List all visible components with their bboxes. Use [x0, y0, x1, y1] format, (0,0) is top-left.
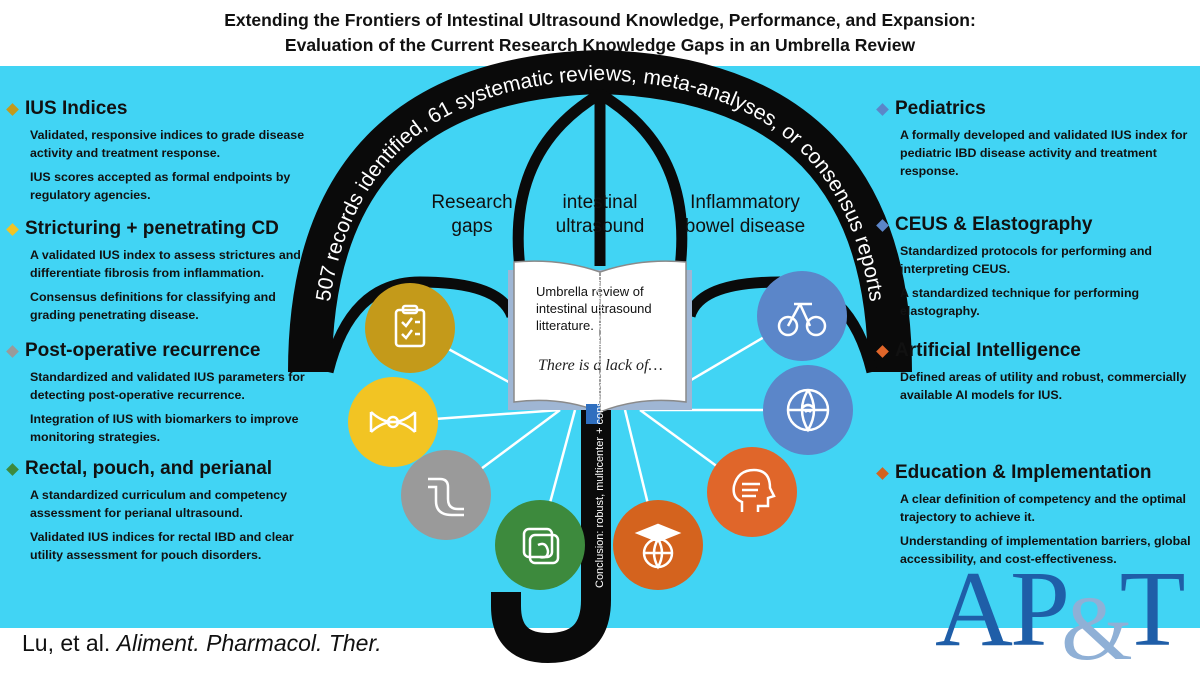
diamond-bullet-icon	[6, 222, 19, 236]
ai-head-icon	[707, 447, 797, 537]
section-heading: Education & Implementation	[876, 462, 1196, 484]
diamond-bullet-icon	[876, 466, 889, 480]
right-section: Pediatrics A formally developed and valid…	[876, 98, 1196, 180]
umbrella-canopy	[288, 49, 912, 373]
umbrella-shaft	[491, 400, 611, 664]
left-section: Rectal, pouch, and perianal A standardize…	[6, 458, 308, 564]
diamond-bullet-icon	[876, 344, 889, 358]
section-heading-text: Education & Implementation	[895, 462, 1152, 483]
intestine-icon	[401, 450, 491, 540]
diamond-bullet-icon	[876, 218, 889, 232]
section-bullet: A standardized technique for performing …	[900, 286, 1140, 318]
bowel-segment-icon	[348, 377, 438, 467]
rectum-icon	[495, 500, 585, 590]
diamond-bullet-icon	[6, 344, 19, 358]
title-line-2: Evaluation of the Current Research Knowl…	[284, 35, 916, 55]
section-bullet: Consensus definitions for classifying an…	[30, 290, 276, 322]
book-script: There is a lack of…	[538, 357, 663, 374]
logo-amp: &	[1061, 577, 1133, 679]
diamond-bullet-icon	[6, 102, 19, 116]
title-line-1: Extending the Frontiers of Intestinal Ul…	[224, 10, 976, 30]
right-section: Education & Implementation A clear defini…	[876, 462, 1196, 568]
section-bullet: Standardized and validated IUS parameter…	[30, 370, 305, 402]
section-heading-text: Post-operative recurrence	[25, 340, 261, 361]
section-heading: Post-operative recurrence	[6, 340, 308, 362]
diamond-bullet-icon	[6, 462, 19, 476]
clipboard-icon	[365, 283, 455, 373]
section-heading-text: Rectal, pouch, and perianal	[25, 458, 273, 479]
section-heading: IUS Indices	[6, 98, 308, 120]
diamond-bullet-icon	[876, 102, 889, 116]
citation-authors: Lu, et al.	[22, 630, 111, 656]
tricycle-icon	[757, 271, 847, 361]
apt-logo: AP&T	[935, 556, 1186, 675]
section-bullet: Validated, responsive indices to grade d…	[30, 128, 305, 160]
icon-layer	[348, 271, 853, 590]
section-bullet: A standardized curriculum and competency…	[30, 488, 288, 520]
section-heading-text: Artificial Intelligence	[895, 340, 1081, 361]
section-bullet: A validated IUS index to assess strictur…	[30, 248, 301, 280]
section-bullet: Validated IUS indices for rectal IBD and…	[30, 530, 294, 562]
section-bullet: IUS scores accepted as formal endpoints …	[30, 170, 291, 202]
citation-journal: Aliment. Pharmacol. Ther.	[116, 630, 382, 656]
logo-text-b: T	[1119, 550, 1186, 669]
section-heading-text: Stricturing + penetrating CD	[25, 218, 279, 239]
book-text: Umbrella review of intestinal ultrasound…	[536, 284, 655, 333]
handle-text: Conclusion: robust, multicenter + consen…	[594, 275, 606, 588]
section-heading: Artificial Intelligence	[876, 340, 1196, 362]
section-bullet: Standardized protocols for performing an…	[900, 244, 1152, 276]
section-heading-text: Pediatrics	[895, 98, 986, 119]
poster-title: Extending the Frontiers of Intestinal Ul…	[0, 8, 1200, 58]
section-bullet: Understanding of implementation barriers…	[900, 534, 1191, 566]
section-heading: CEUS & Elastography	[876, 214, 1196, 236]
section-heading: Stricturing + penetrating CD	[6, 218, 308, 240]
left-section: Stricturing + penetrating CD A validated …	[6, 218, 308, 324]
open-book	[508, 260, 692, 424]
section-bullet: Integration of IUS with biomarkers to im…	[30, 412, 299, 444]
section-bullet: A clear definition of competency and the…	[900, 492, 1186, 524]
logo-text-a: AP	[935, 550, 1070, 669]
section-heading-text: IUS Indices	[25, 98, 128, 119]
section-heading: Pediatrics	[876, 98, 1196, 120]
globe-signal-icon	[763, 365, 853, 455]
section-heading-text: CEUS & Elastography	[895, 214, 1093, 235]
graduation-globe-icon	[613, 500, 703, 590]
citation: Lu, et al. Aliment. Pharmacol. Ther.	[22, 630, 382, 657]
section-bullet: A formally developed and validated IUS i…	[900, 128, 1188, 178]
section-bullet: Defined areas of utility and robust, com…	[900, 370, 1187, 402]
section-heading: Rectal, pouch, and perianal	[6, 458, 308, 480]
